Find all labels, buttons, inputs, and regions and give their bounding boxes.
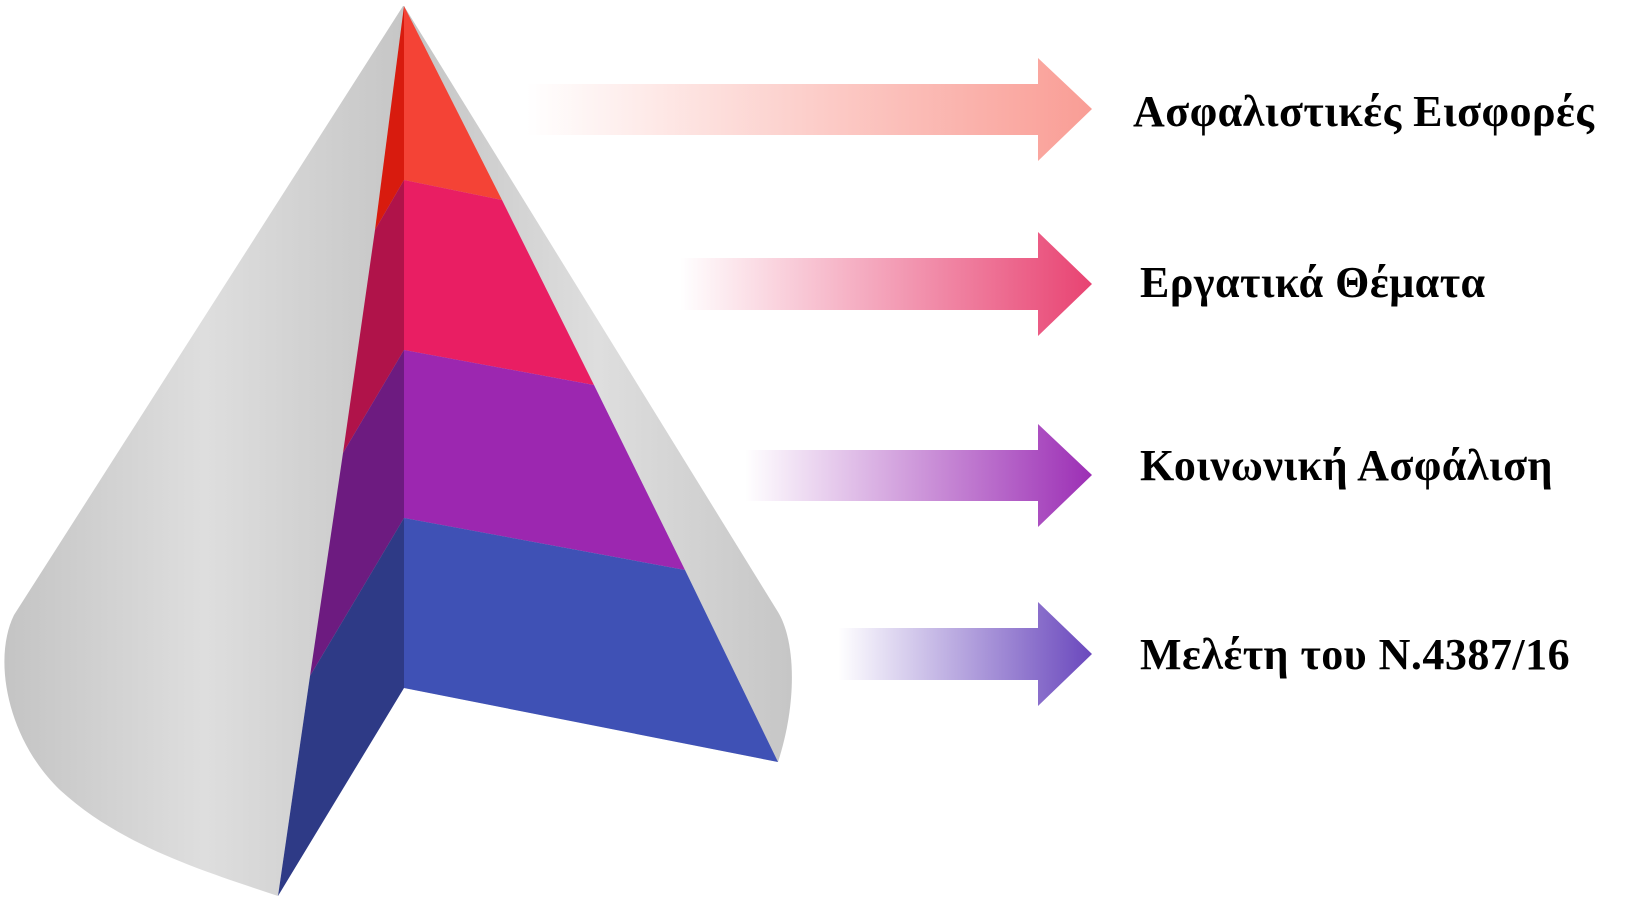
pyramid-layer-4-front bbox=[404, 518, 778, 762]
pyramid-layer-3-front bbox=[404, 350, 685, 570]
pyramid-layer-1-front bbox=[404, 6, 502, 200]
layer-label-asfalistikes-eisfores: Ασφαλιστικές Εισφορές bbox=[1133, 87, 1595, 136]
pyramid-layer-3-side bbox=[310, 350, 404, 676]
pyramid-layer-4-side bbox=[278, 518, 404, 896]
layer-label-meleti-n4387: Μελέτη του Ν.4387/16 bbox=[1140, 630, 1571, 679]
layer-label-koinoniki-asfalisi: Κοινωνική Ασφάλιση bbox=[1140, 441, 1554, 490]
arrow-2 bbox=[680, 232, 1092, 336]
pyramid-layer-2-side bbox=[343, 180, 404, 453]
arrow-3 bbox=[745, 424, 1092, 527]
pyramid-layer-1-side bbox=[375, 6, 404, 230]
arrow-4 bbox=[838, 602, 1092, 706]
arrow-1 bbox=[527, 58, 1092, 161]
cone-body bbox=[4, 6, 405, 896]
pyramid-layer-2-front bbox=[404, 180, 594, 385]
layer-label-ergatika-themata: Εργατικά Θέματα bbox=[1140, 258, 1486, 307]
